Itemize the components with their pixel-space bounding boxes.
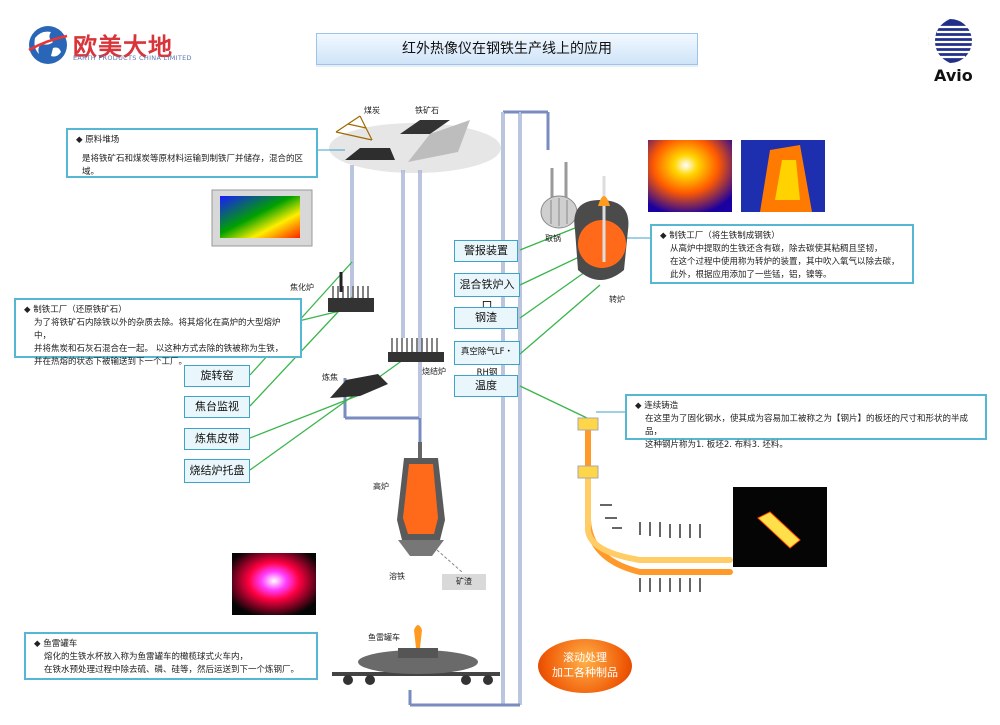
label-molten-iron: 溶铁 (389, 572, 405, 581)
button-sinter-pallet[interactable]: 烧结炉托盘 (184, 459, 250, 483)
info-casting-line-1: 在这里为了固化钢水，使其成为容易加工被称之为【钢片】的板坯的尺寸和形状的半成品， (645, 414, 969, 437)
info-torpedo-heading: ◆ 鱼雷罐车 (34, 639, 78, 649)
final-product-badge: 滚动处理 加工各种制品 (538, 639, 632, 693)
info-ironworks-line-3: 并在热熔的状态下被输送到下一个工厂。 (34, 357, 188, 367)
button-mixer-inlet[interactable]: 混合铁炉入口 (454, 273, 520, 312)
info-casting-heading: ◆ 连续铸造 (635, 401, 679, 411)
globe-logo-icon (28, 26, 68, 64)
info-steelworks-line-2: 在这个过程中使用称为转炉的装置，其中吹入氧气以除去碳， (670, 257, 900, 267)
button-steel-slag[interactable]: 钢渣 (454, 307, 518, 329)
label-ladle: 取锅 (545, 234, 561, 243)
info-ironworks-line-1: 为了将铁矿石内除铁以外的杂质去除。将其熔化在高炉的大型熔炉中， (34, 318, 281, 341)
logo-text: 欧美大地 (73, 33, 173, 61)
label-coke-oven: 焦化炉 (290, 283, 314, 292)
avio-logo-icon (928, 19, 973, 63)
label-coal: 煤炭 (364, 106, 380, 115)
label-iron-ore: 铁矿石 (415, 106, 439, 115)
info-torpedo-line-2: 在铁水预处理过程中除去硫、磷、硅等，然后运送到下一个炼钢厂。 (44, 665, 300, 675)
button-alarm-device[interactable]: 警报装置 (454, 240, 518, 262)
slag-box: 矿渣 (442, 574, 486, 590)
info-raw-yard-body: 是将铁矿石和煤炭等原材料运输到制铁厂并储存，混合的区域。 (82, 154, 304, 177)
label-blast-furnace: 高炉 (373, 482, 389, 491)
info-steelworks-heading: ◆ 制铁工厂（将生铁制成钢铁） (660, 231, 780, 241)
label-converter: 转炉 (609, 295, 625, 304)
button-coke-belt[interactable]: 炼焦皮带 (184, 428, 250, 450)
final-product-line-1: 滚动处理 (563, 651, 607, 664)
avio-brand-text: Avio (934, 66, 973, 85)
label-sinter: 烧结炉 (422, 367, 446, 376)
info-casting-line-2: 这种钢片称为1. 板坯2. 布料3. 坯料。 (645, 440, 788, 450)
button-vacuum-degassing[interactable]: 真空除气LF・RH钢 (454, 341, 520, 378)
button-temperature[interactable]: 温度 (454, 375, 518, 397)
info-steelworks-line-1: 从高炉中提取的生铁还含有碳，除去碳使其粘稠且坚韧， (670, 244, 883, 254)
info-raw-yard: ◆ 原料堆场 是将铁矿石和煤炭等原材料运输到制铁厂并储存，混合的区域。 (66, 128, 318, 178)
button-rotary-kiln[interactable]: 旋转窑 (184, 365, 250, 387)
info-raw-yard-heading: ◆ 原料堆场 (76, 135, 120, 145)
info-ironworks: ◆ 制铁工厂（还原铁矿石） 为了将铁矿石内除铁以外的杂质去除。将其熔化在高炉的大… (14, 298, 302, 367)
info-torpedo: ◆ 鱼雷罐车 熔化的生铁水杯放入称为鱼雷罐车的橄榄球式火车内， 在铁水预处理过程… (24, 632, 318, 680)
button-coke-platform[interactable]: 焦台监视 (184, 396, 250, 418)
final-product-line-2: 加工各种制品 (552, 666, 618, 679)
info-steelworks: ◆ 制铁工厂（将生铁制成钢铁） 从高炉中提取的生铁还含有碳，除去碳使其粘稠且坚韧… (650, 224, 914, 284)
info-steelworks-line-3: 此外，根据应用添加了一些锰，铝，镍等。 (670, 270, 832, 280)
label-coke: 炼焦 (322, 373, 338, 382)
info-casting: ◆ 连续铸造 在这里为了固化钢水，使其成为容易加工被称之为【钢片】的板坯的尺寸和… (625, 394, 987, 450)
info-ironworks-line-2: 并将焦炭和石灰石混合在一起。 以这种方式去除的铁被称为生铁， (34, 344, 284, 354)
page-title: 红外热像仪在钢铁生产线上的应用 (316, 33, 698, 65)
logo-subtitle: EARTH PRODUCTS CHINA LIMITED (73, 54, 192, 62)
label-torpedo-car: 鱼雷罐车 (368, 633, 400, 642)
info-torpedo-line-1: 熔化的生铁水杯放入称为鱼雷罐车的橄榄球式火车内， (44, 652, 249, 662)
info-ironworks-heading: ◆ 制铁工厂（还原铁矿石） (24, 305, 127, 315)
